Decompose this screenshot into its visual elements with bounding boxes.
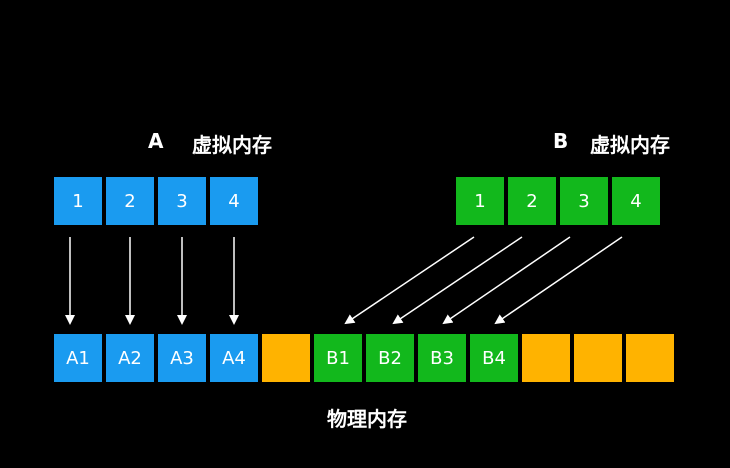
virtual-b-page-4: 4: [612, 177, 660, 225]
process-a-title: 虚拟内存: [192, 133, 272, 157]
physical-frame-12: [626, 334, 674, 382]
physical-frame-6: B1: [314, 334, 362, 382]
physical-frame-8: B3: [418, 334, 466, 382]
arrow-b3: [442, 236, 571, 325]
physical-frame-1: A1: [54, 334, 102, 382]
process-b-title: 虚拟内存: [590, 133, 670, 157]
physical-frame-3: A3: [158, 334, 206, 382]
virtual-a-page-4: 4: [210, 177, 258, 225]
virtual-b-page-2: 2: [508, 177, 556, 225]
physical-frame-5: [262, 334, 310, 382]
virtual-b-page-1: 1: [456, 177, 504, 225]
physical-memory-title: 物理内存: [327, 407, 407, 431]
virtual-b-page-3: 3: [560, 177, 608, 225]
physical-frame-9: B4: [470, 334, 518, 382]
virtual-a-page-2: 2: [106, 177, 154, 225]
arrow-b2: [392, 236, 523, 325]
arrow-b4: [494, 236, 623, 325]
virtual-a-page-3: 3: [158, 177, 206, 225]
process-b-prefix: B: [553, 129, 569, 153]
arrow-b1: [344, 236, 475, 325]
physical-frame-11: [574, 334, 622, 382]
physical-frame-10: [522, 334, 570, 382]
physical-frame-2: A2: [106, 334, 154, 382]
physical-frame-7: B2: [366, 334, 414, 382]
physical-frame-4: A4: [210, 334, 258, 382]
virtual-a-page-1: 1: [54, 177, 102, 225]
process-a-prefix: A: [148, 129, 164, 153]
